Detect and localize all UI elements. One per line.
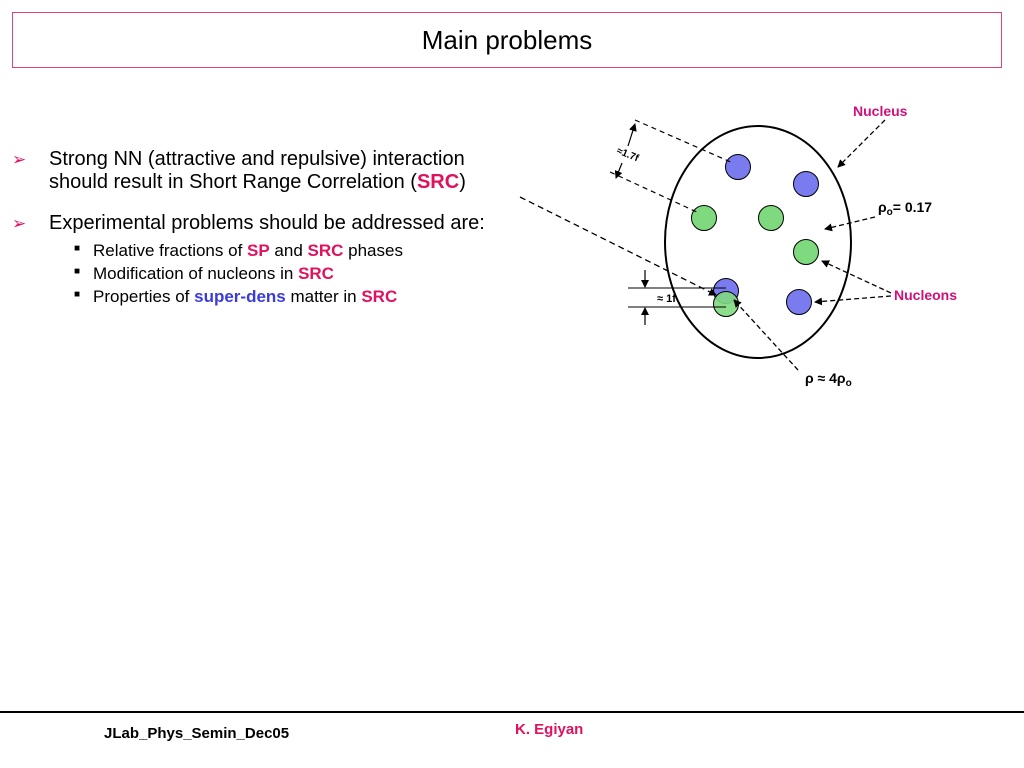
bullet-2-text: Experimental problems should be addresse… xyxy=(49,212,485,234)
bullet-1-line1: Strong NN (attractive and repulsive) int… xyxy=(49,148,465,170)
square-bullet-icon: ■ xyxy=(74,243,81,254)
src-connector-line xyxy=(519,196,717,296)
proton-nucleon xyxy=(725,154,751,180)
nucleons-pointer xyxy=(814,295,892,306)
bullet-item-1: ➢ Strong NN (attractive and repulsive) i… xyxy=(12,148,572,194)
dense-pointer xyxy=(733,299,799,371)
src-highlight: SRC xyxy=(298,264,334,283)
rho0-label: ρo= 0.17 xyxy=(878,199,932,218)
nucleons-pointer xyxy=(821,260,892,294)
sub-3-mid: matter in xyxy=(285,287,362,306)
nucleus-outline xyxy=(664,125,852,359)
rho0-pointer xyxy=(824,216,876,232)
proton-nucleon xyxy=(793,171,819,197)
slide-title: Main problems xyxy=(421,24,593,55)
distance-1f-label: ≈ 1f xyxy=(657,293,676,305)
nucleus-label: Nucleus xyxy=(853,103,908,119)
neutron-nucleon xyxy=(793,239,819,265)
sub-1-end: phases xyxy=(343,241,403,260)
src-highlight: SRC xyxy=(361,287,398,306)
bullet-1-line2-end: ) xyxy=(459,171,466,193)
sub-bullet-2: ■ Modification of nucleons in SRC xyxy=(12,262,572,285)
src-highlight: SRC xyxy=(416,171,460,193)
distance-arrow xyxy=(614,162,623,179)
arrow-bullet-icon: ➢ xyxy=(12,150,27,169)
footer-author: K. Egiyan xyxy=(515,721,584,738)
distance-guide-line xyxy=(634,119,734,164)
neutron-nucleon xyxy=(691,205,717,231)
sub-1-text: Relative fractions of xyxy=(93,241,248,260)
bullet-item-2: ➢ Experimental problems should be addres… xyxy=(12,212,572,235)
overlap-neutron xyxy=(713,291,739,317)
super-dens-highlight: super-dens xyxy=(194,287,286,306)
src-highlight: SRC xyxy=(307,241,344,260)
arrow-bullet-icon: ➢ xyxy=(12,214,27,233)
distance-guide-line xyxy=(609,171,700,214)
sp-highlight: SP xyxy=(247,241,270,260)
footer-presentation-id: JLab_Phys_Semin_Dec05 xyxy=(104,725,290,742)
footer-divider xyxy=(0,711,1024,713)
distance-1-7f-label: ≈1.7f xyxy=(615,146,641,165)
sub-2-text: Modification of nucleons in xyxy=(93,264,299,283)
sub-bullet-3: ■ Properties of super-dens matter in SRC xyxy=(12,285,572,308)
dense-rho-label: ρ ≈ 4ρo xyxy=(805,370,852,389)
nucleons-label: Nucleons xyxy=(894,287,957,303)
square-bullet-icon: ■ xyxy=(74,289,81,300)
sub-1-mid: and xyxy=(269,241,308,260)
distance-arrow xyxy=(627,123,637,147)
bullet-list: ➢ Strong NN (attractive and repulsive) i… xyxy=(12,148,572,308)
sub-3-text: Properties of xyxy=(93,287,195,306)
bullet-1-line2: should result in Short Range Correlation… xyxy=(49,171,417,193)
proton-nucleon xyxy=(786,289,812,315)
sub-bullet-1: ■ Relative fractions of SP and SRC phase… xyxy=(12,239,572,262)
nucleus-pointer xyxy=(837,119,886,168)
square-bullet-icon: ■ xyxy=(74,266,81,277)
slide-title-box: Main problems xyxy=(12,12,1002,68)
neutron-nucleon xyxy=(758,205,784,231)
